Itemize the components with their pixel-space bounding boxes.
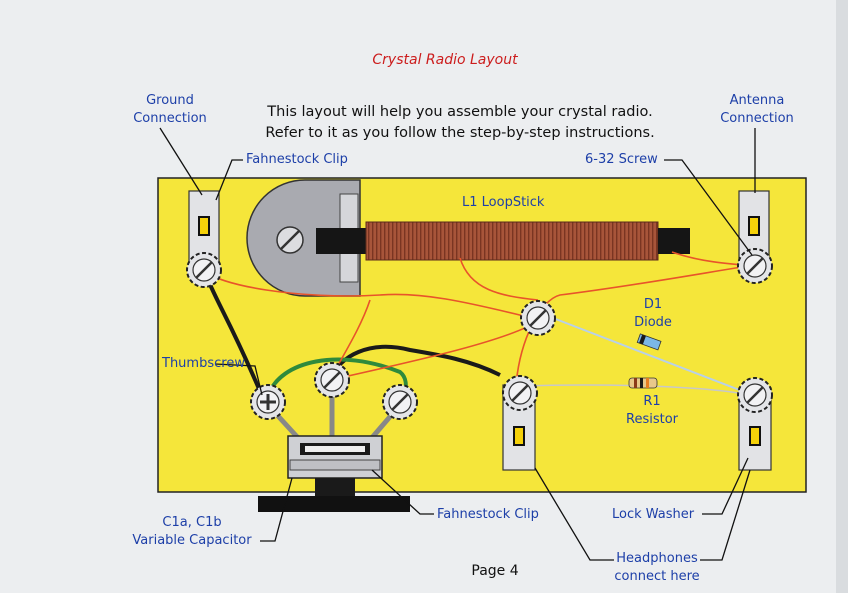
- label-diode-line1: D1: [643, 297, 663, 312]
- leader-capacitor: [260, 477, 293, 542]
- mount-screw-slot: [280, 230, 300, 250]
- label-diode-line2: Diode: [634, 315, 672, 330]
- label-resistor-line1: R1: [643, 394, 661, 409]
- nut-capacitor-right: [382, 384, 418, 420]
- label-headphones: Headphones connect here: [602, 550, 712, 586]
- label-capacitor-line2: Variable Capacitor: [132, 533, 252, 548]
- leader-headphones-right: [700, 469, 751, 561]
- thumbscrew: [250, 384, 286, 420]
- nut-capacitor-center: [314, 362, 350, 398]
- nut-headphone-left: [502, 375, 538, 411]
- label-headphones-line1: Headphones: [616, 551, 698, 566]
- leader-fahnestock-bottom: [371, 469, 434, 515]
- nut-headphone-right: [737, 377, 773, 413]
- label-fahnestock-clip-bottom: Fahnestock Clip: [437, 507, 539, 522]
- wire-red-1: [204, 269, 541, 321]
- label-loopstick: L1 LoopStick: [462, 195, 545, 210]
- intro-line-1: This layout will help you assemble your …: [267, 104, 653, 120]
- label-headphones-line2: connect here: [614, 569, 700, 584]
- label-screw: 6-32 Screw: [585, 152, 658, 167]
- leader-ground: [159, 127, 203, 196]
- label-antenna-line1: Antenna: [729, 93, 785, 108]
- label-ground-line2: Connection: [133, 111, 207, 126]
- leader-headphones-left: [534, 467, 614, 561]
- label-ground-line1: Ground: [146, 93, 194, 108]
- coil-winding: [365, 221, 659, 261]
- wire-red-5: [515, 264, 756, 386]
- label-diode: D1 Diode: [628, 296, 678, 332]
- label-antenna-line2: Connection: [720, 111, 794, 126]
- ferrite-rod-right: [658, 228, 690, 254]
- ferrite-rod-left: [316, 228, 366, 254]
- page-edge: [836, 0, 848, 593]
- diagram-title: Crystal Radio Layout: [372, 52, 518, 68]
- leader-fahnestock-top: [215, 159, 243, 201]
- wire-red-3: [459, 257, 539, 301]
- label-thumbscrew: Thumbscrew: [162, 356, 245, 371]
- nut-coil-tap: [520, 300, 556, 336]
- leader-lock-washer: [702, 457, 749, 515]
- leader-thumbscrew: [214, 363, 263, 396]
- callout-lines: [159, 127, 756, 561]
- label-resistor-line2: Resistor: [626, 412, 678, 427]
- nut-ground: [186, 252, 222, 288]
- wire-diode-lead: [552, 317, 756, 397]
- page-number: Page 4: [471, 563, 519, 579]
- resistor: [628, 377, 658, 389]
- nut-antenna: [737, 248, 773, 284]
- label-ground-connection: Ground Connection: [120, 92, 220, 128]
- label-variable-capacitor: C1a, C1b Variable Capacitor: [122, 514, 262, 550]
- variable-capacitor: [258, 385, 410, 512]
- intro-line-2: Refer to it as you follow the step-by-st…: [265, 125, 655, 141]
- leader-screw: [664, 159, 753, 256]
- label-antenna-connection: Antenna Connection: [705, 92, 809, 128]
- label-capacitor-line1: C1a, C1b: [162, 515, 222, 530]
- diode: [636, 333, 662, 351]
- label-lock-washer: Lock Washer: [612, 507, 695, 522]
- label-fahnestock-clip-top: Fahnestock Clip: [246, 152, 348, 167]
- label-resistor: R1 Resistor: [612, 393, 692, 429]
